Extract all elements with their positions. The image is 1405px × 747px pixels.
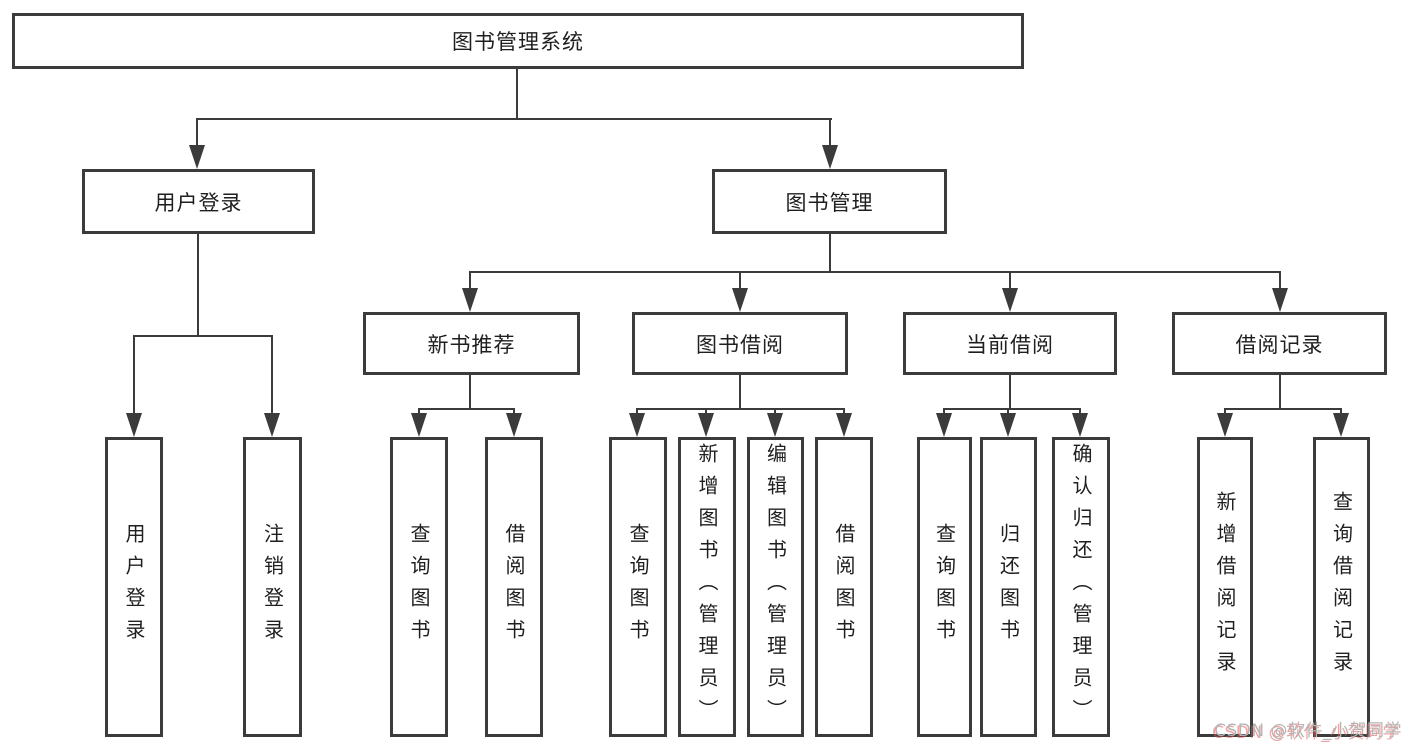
connector-drop <box>418 408 420 416</box>
leaf-borrow-books-recommend-label: 借阅图书 <box>502 523 526 651</box>
leaf-confirm-return-admin: 确认归还（管理员） <box>1052 437 1110 737</box>
arrowhead-user-login <box>189 145 205 169</box>
node-borrow-records: 借阅记录 <box>1172 312 1387 375</box>
connector-drop-borrow-records <box>1279 271 1281 289</box>
connector-drop <box>1340 408 1342 416</box>
leaf-add-books-admin: 新增图书（管理员） <box>678 437 736 737</box>
connector-user-login-stem <box>197 233 199 335</box>
leaf-query-books-borrow: 查询图书 <box>609 437 667 737</box>
node-user-login: 用户登录 <box>82 169 315 234</box>
leaf-add-borrow-record-label: 新增借阅记录 <box>1213 491 1237 683</box>
arrowhead-book-management <box>822 145 838 169</box>
connector-drop-leaf-user-login <box>133 335 135 415</box>
connector-book-management-branch <box>469 271 1281 273</box>
leaf-user-login: 用户登录 <box>105 437 163 737</box>
connector-drop-book-borrow <box>739 271 741 289</box>
connector-current-borrow-branch <box>943 408 1081 410</box>
node-new-book-recommend: 新书推荐 <box>363 312 580 375</box>
arrowhead-leaf-edit-books <box>767 413 783 437</box>
connector-book-management-stem <box>829 233 831 271</box>
leaf-add-books-admin-label: 新增图书（管理员） <box>695 443 719 731</box>
arrowhead-leaf-borrow-books-recommend <box>506 413 522 437</box>
leaf-edit-books-admin: 编辑图书（管理员） <box>747 437 804 737</box>
arrowhead-leaf-query-books-recommend <box>411 413 427 437</box>
leaf-query-borrow-record-label: 查询借阅记录 <box>1329 491 1354 683</box>
arrowhead-leaf-confirm-return <box>1072 413 1088 437</box>
connector-drop-new-book <box>469 271 471 289</box>
node-root-library-system: 图书管理系统 <box>12 13 1024 69</box>
arrowhead-book-borrow <box>732 288 748 312</box>
arrowhead-leaf-query-books-borrow <box>629 413 645 437</box>
connector-borrow-records-branch <box>1224 408 1342 410</box>
leaf-query-books-recommend-label: 查询图书 <box>407 523 431 651</box>
leaf-add-borrow-record: 新增借阅记录 <box>1197 437 1253 737</box>
connector-current-borrow-stem <box>1009 375 1011 408</box>
leaf-return-books: 归还图书 <box>980 437 1037 737</box>
connector-drop <box>774 408 776 416</box>
connector-root-branch <box>196 118 832 120</box>
leaf-user-login-label: 用户登录 <box>122 523 146 651</box>
csdn-watermark: CSDN @软件_小贺同学 <box>1214 721 1402 741</box>
connector-drop-current-borrow <box>1009 271 1011 289</box>
connector-drop <box>705 408 707 416</box>
connector-root-stem <box>516 68 518 118</box>
leaf-return-books-label: 归还图书 <box>996 523 1021 651</box>
connector-borrow-records-stem <box>1279 375 1281 408</box>
connector-new-book-branch <box>418 408 515 410</box>
arrowhead-leaf-add-books <box>698 413 714 437</box>
leaf-query-books-current: 查询图书 <box>917 437 972 737</box>
node-book-management: 图书管理 <box>712 169 947 234</box>
leaf-query-books-borrow-label: 查询图书 <box>626 523 650 651</box>
arrowhead-current-borrow <box>1002 288 1018 312</box>
arrowhead-borrow-records <box>1272 288 1288 312</box>
arrowhead-leaf-add-borrow-record <box>1217 413 1233 437</box>
arrowhead-leaf-logout <box>264 413 280 437</box>
leaf-confirm-return-admin-label: 确认归还（管理员） <box>1069 443 1093 731</box>
arrowhead-leaf-query-borrow-record <box>1333 413 1349 437</box>
arrowhead-leaf-user-login <box>126 413 142 437</box>
leaf-logout: 注销登录 <box>243 437 302 737</box>
connector-drop <box>1224 408 1226 416</box>
node-current-borrow: 当前借阅 <box>903 312 1117 375</box>
leaf-borrow-books-recommend: 借阅图书 <box>485 437 543 737</box>
connector-user-login-branch <box>133 335 273 337</box>
connector-drop <box>513 408 515 416</box>
connector-drop <box>843 408 845 416</box>
arrowhead-leaf-borrow-books <box>836 413 852 437</box>
arrowhead-leaf-return-books <box>1000 413 1016 437</box>
connector-drop <box>1007 408 1009 416</box>
node-book-borrow: 图书借阅 <box>632 312 848 375</box>
leaf-edit-books-admin-label: 编辑图书（管理员） <box>763 443 788 731</box>
leaf-borrow-books: 借阅图书 <box>815 437 873 737</box>
arrowhead-leaf-query-books-current <box>936 413 952 437</box>
connector-drop-user-login <box>196 118 198 146</box>
connector-book-borrow-stem <box>739 375 741 408</box>
connector-drop-leaf-logout <box>271 335 273 415</box>
connector-new-book-stem <box>469 375 471 408</box>
leaf-logout-label: 注销登录 <box>260 523 285 651</box>
leaf-query-books-recommend: 查询图书 <box>390 437 448 737</box>
connector-drop <box>636 408 638 416</box>
connector-book-borrow-branch <box>636 408 845 410</box>
connector-drop <box>943 408 945 416</box>
leaf-borrow-books-label: 借阅图书 <box>832 523 856 651</box>
connector-drop <box>1079 408 1081 416</box>
arrowhead-new-book <box>462 288 478 312</box>
leaf-query-borrow-record: 查询借阅记录 <box>1313 437 1370 737</box>
connector-drop-book-management <box>829 118 831 146</box>
leaf-query-books-current-label: 查询图书 <box>932 523 957 651</box>
